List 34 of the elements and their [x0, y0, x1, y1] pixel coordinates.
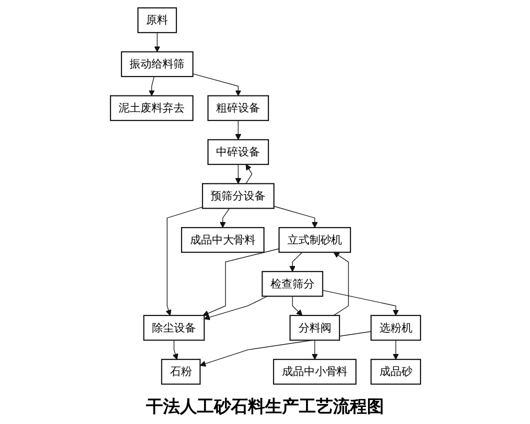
node-box: 振动给料筛	[120, 51, 193, 78]
arrow	[202, 248, 279, 316]
arrow	[392, 340, 398, 360]
node-box: 成品中大骨料	[180, 227, 264, 253]
node-box: 分料阀	[289, 314, 340, 341]
node-box: 中碎设备	[206, 139, 268, 165]
arrow	[192, 74, 241, 96]
arrow	[292, 296, 302, 316]
arrow	[165, 206, 202, 316]
node-box: 石粉	[160, 358, 200, 385]
arrow	[148, 76, 154, 96]
arrow	[172, 340, 178, 360]
node-box: 成品中小骨料	[272, 358, 356, 385]
arrow	[234, 120, 241, 140]
node-box: 检查筛分	[261, 270, 323, 297]
node-box: 泥土废料弃去	[109, 95, 193, 122]
arrow	[219, 208, 230, 228]
node-box: 除尘设备	[142, 314, 204, 341]
caption: 干法人工砂石料生产工艺流程图	[146, 397, 384, 417]
node-box: 立式制砂机	[278, 227, 351, 253]
arrow	[273, 206, 318, 228]
node-box: 粗碎设备	[206, 95, 268, 122]
node-box: 原料	[136, 7, 176, 34]
arrow	[154, 32, 160, 52]
arrow	[311, 340, 318, 360]
node-box: 成品砂	[370, 358, 421, 385]
arrow	[322, 290, 398, 316]
arrow	[203, 296, 268, 320]
arrow	[332, 252, 348, 316]
arrow	[245, 164, 252, 184]
node-box: 预筛分设备	[201, 183, 274, 209]
arrow	[288, 252, 302, 272]
arrow	[234, 164, 241, 184]
node-box: 选粉机	[370, 314, 421, 341]
